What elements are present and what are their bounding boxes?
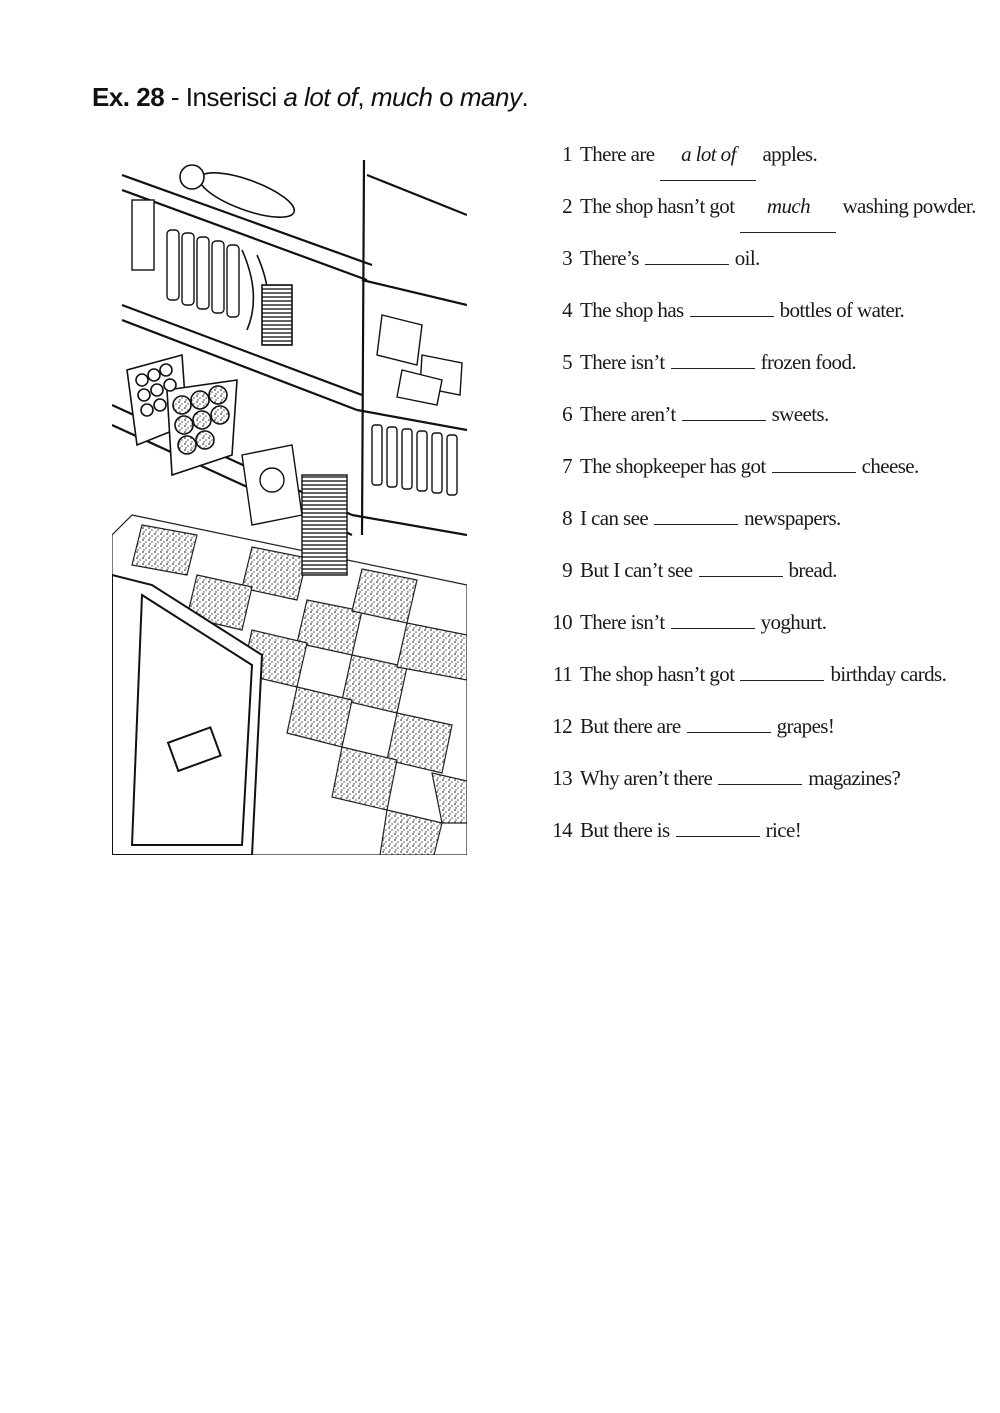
instruction-text: Inserisci	[185, 82, 284, 112]
answer-gap[interactable]: a lot of	[660, 128, 757, 181]
item-text-after: grapes!	[776, 714, 835, 738]
exercise-item-8: 8 I can see newspapers.	[540, 492, 990, 544]
exercise-item-4: 4 The shop has bottles of water.	[540, 284, 990, 336]
item-text-after: magazines?	[808, 766, 901, 790]
item-text-after: washing powder.	[842, 194, 976, 218]
exercise-item-13: 13 Why aren’t there magazines?	[540, 752, 990, 804]
answer-gap[interactable]	[689, 302, 774, 317]
title-dash: -	[164, 82, 186, 112]
counter	[112, 573, 264, 855]
item-text-after: rice!	[765, 818, 802, 842]
title-comma: ,	[357, 82, 371, 112]
item-number: 11	[552, 662, 573, 686]
item-number: 12	[552, 714, 572, 738]
exercise-list: 1 There are a lot of apples. 2 The shop …	[540, 128, 990, 856]
option-much: much	[370, 82, 433, 112]
exercise-item-11: 11 The shop hasn’t got birthday cards.	[540, 648, 990, 700]
answer-gap[interactable]	[644, 250, 729, 265]
item-number: 4	[562, 298, 573, 322]
exercise-item-7: 7 The shopkeeper has got cheese.	[540, 440, 990, 492]
item-text-before: There isn’t	[580, 350, 665, 374]
exercise-item-1: 1 There are a lot of apples.	[540, 128, 990, 181]
answer-gap[interactable]	[681, 406, 766, 421]
item-number: 14	[552, 818, 572, 842]
answer-gap[interactable]	[698, 562, 783, 577]
bottles	[131, 199, 458, 496]
exercise-title: Ex. 28 - Inserisci a lot of, much o many…	[92, 82, 529, 113]
item-number: 2	[562, 194, 573, 218]
fruit-crates	[126, 353, 238, 477]
item-text-before: The shop hasn’t got	[580, 662, 735, 686]
cheese-blocks	[376, 314, 463, 406]
item-text-before: But I can’t see	[580, 558, 693, 582]
item-text-after: oil.	[734, 246, 761, 270]
title-period: .	[521, 82, 529, 112]
item-number: 3	[562, 246, 573, 270]
item-text-after: bottles of water.	[779, 298, 905, 322]
answer-gap[interactable]	[675, 822, 760, 837]
item-text-after: yoghurt.	[760, 610, 827, 634]
answer-gap[interactable]	[771, 458, 856, 473]
item-number: 6	[562, 402, 573, 426]
item-text-after: bread.	[788, 558, 838, 582]
exercise-item-9: 9 But I can’t see bread.	[540, 544, 990, 596]
item-text-before: The shop hasn’t got	[580, 194, 735, 218]
option-many: many	[459, 82, 522, 112]
answer-gap[interactable]: much	[740, 180, 837, 233]
item-text-before: The shopkeeper has got	[580, 454, 766, 478]
exercise-item-3: 3 There’s oil.	[540, 232, 990, 284]
exercise-item-6: 6 There aren’t sweets.	[540, 388, 990, 440]
item-text-before: I can see	[580, 506, 649, 530]
title-or: o	[432, 82, 460, 112]
exercise-item-10: 10 There isn’t yoghurt.	[540, 596, 990, 648]
answer-gap[interactable]	[686, 718, 771, 733]
item-text-before: There’s	[580, 246, 639, 270]
answer-gap[interactable]	[718, 770, 803, 785]
answer-gap[interactable]	[654, 510, 739, 525]
item-text-before: There are	[580, 142, 655, 166]
answer-gap[interactable]	[740, 666, 825, 681]
item-text-after: cheese.	[861, 454, 920, 478]
shop-illustration	[112, 159, 467, 855]
item-text-before: Why aren’t there	[580, 766, 713, 790]
newspapers-stack	[241, 444, 348, 576]
item-text-after: sweets.	[771, 402, 830, 426]
exercise-item-12: 12 But there are grapes!	[540, 700, 990, 752]
exercise-item-14: 14 But there is rice!	[540, 804, 990, 856]
item-number: 7	[562, 454, 573, 478]
option-a-lot-of: a lot of	[283, 82, 358, 112]
item-number: 1	[562, 142, 573, 166]
item-text-before: The shop has	[580, 298, 684, 322]
item-text-after: frozen food.	[760, 350, 857, 374]
exercise-item-5: 5 There isn’t frozen food.	[540, 336, 990, 388]
item-text-before: There isn’t	[580, 610, 665, 634]
item-text-before: There aren’t	[580, 402, 676, 426]
bread-loaves	[179, 164, 296, 346]
item-number: 13	[552, 766, 572, 790]
answer-gap[interactable]	[670, 614, 755, 629]
exercise-item-2: 2 The shop hasn’t got much washing powde…	[540, 180, 990, 233]
item-text-after: apples.	[762, 142, 818, 166]
item-text-after: birthday cards.	[830, 662, 947, 686]
item-text-before: But there are	[580, 714, 681, 738]
item-text-after: newspapers.	[744, 506, 841, 530]
item-number: 10	[552, 610, 572, 634]
item-number: 5	[562, 350, 573, 374]
item-number: 8	[562, 506, 573, 530]
exercise-number: Ex. 28	[92, 82, 165, 112]
item-text-before: But there is	[580, 818, 670, 842]
item-number: 9	[562, 558, 573, 582]
answer-gap[interactable]	[670, 354, 755, 369]
